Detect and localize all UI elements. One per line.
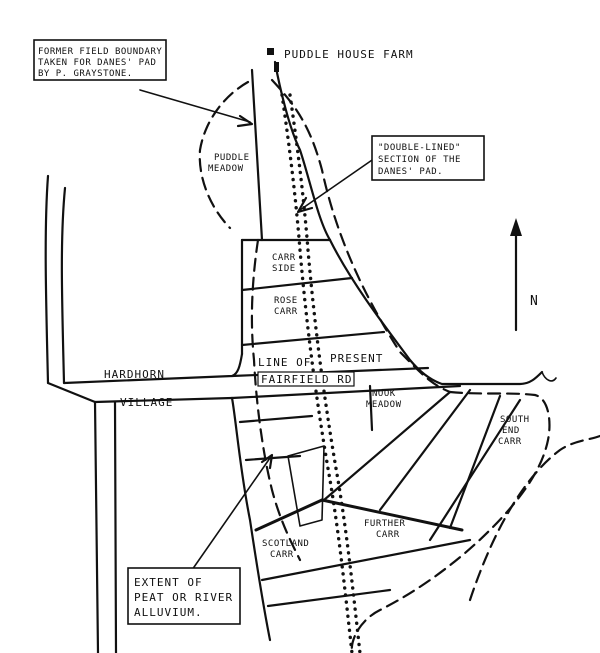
west-road-inner [44, 174, 50, 385]
west-road-outer [60, 186, 67, 385]
village-label: VILLAGE [120, 396, 173, 409]
fairfield-rd-label: FAIRFIELD RD [261, 373, 352, 386]
double-lined-line-3: DANES' PAD. [378, 167, 443, 177]
puddle-house-farm-label: PUDDLE HOUSE FARM [284, 48, 414, 61]
east-boundary-creek [541, 371, 557, 382]
extent-line-1: EXTENT OF [134, 576, 203, 589]
inner-rect [287, 445, 325, 527]
south-end-carr-line-1: SOUTH [500, 415, 530, 425]
further-carr-line-2: CARR [376, 530, 400, 540]
nook-meadow-line-2: MEADOW [366, 400, 402, 410]
further-carr-south [260, 538, 472, 582]
hardhorn-road-left [46, 381, 97, 404]
extent-line-2: PEAT OR RIVER [134, 591, 233, 604]
diag-4 [428, 398, 522, 542]
extent-box [127, 567, 241, 625]
north-label: N [530, 294, 539, 309]
double-lined-arrowhead-icon [296, 196, 314, 214]
field-divider-2 [244, 454, 302, 462]
alluvium-boundary-east [270, 78, 452, 394]
scotland-south [266, 588, 392, 608]
puddle-meadow-line-1: PUDDLE [214, 153, 250, 163]
scotland-carr-line-1: SCOTLAND [262, 539, 309, 549]
rose-carr-line-2: CARR [274, 307, 298, 317]
alluvium-boundary-west [250, 238, 302, 562]
scotland-north [254, 498, 324, 532]
diag-3 [448, 394, 502, 530]
carr-west-edge [230, 238, 272, 642]
north-arrow-head-icon [510, 218, 522, 236]
former-boundary-arrow [139, 89, 251, 123]
further-carr-line-1: FURTHER [364, 519, 406, 529]
present-label: PRESENT [330, 352, 383, 365]
double-lined-line-1: "DOUBLE-LINED" [378, 143, 461, 153]
puddle-strip-left [250, 68, 264, 242]
rose-carr-divider [240, 330, 386, 347]
double-lined-line-2: SECTION OF THE [378, 155, 461, 165]
former-boundary-line-1: FORMER FIELD BOUNDARY [38, 47, 162, 57]
carr-side-line-1: CARR [272, 253, 296, 263]
farm-gate-icon [274, 62, 279, 72]
carr-side-line-2: SIDE [272, 264, 296, 274]
village-road-down [93, 400, 100, 653]
alluvium-boundary-north [198, 80, 250, 230]
former-boundary-box [33, 39, 167, 81]
south-end-carr-line-2: END [502, 426, 520, 436]
further-carr-north [320, 498, 464, 532]
puddle-strip-right [273, 60, 332, 242]
village-road-down-2 [113, 400, 118, 653]
extent-line-3: ALLUVIUM. [134, 606, 203, 619]
extent-arrow [184, 457, 271, 581]
puddle-meadow-line-2: MEADOW [208, 164, 244, 174]
former-boundary-line-3: BY P. GRAYSTONE. [38, 69, 133, 79]
field-divider-1 [238, 414, 314, 424]
danes-pad-east [288, 93, 362, 653]
hardhorn-road-south [93, 396, 234, 404]
extent-arrowhead-icon [260, 453, 274, 470]
south-end-carr-line-3: CARR [498, 437, 522, 447]
scotland-carr-line-2: CARR [270, 550, 294, 560]
hardhorn-label: HARDHORN [104, 368, 165, 381]
rose-carr-line-1: ROSE [274, 296, 298, 306]
carr-side-divider [240, 276, 354, 292]
nook-meadow-line [368, 384, 374, 432]
diag-2 [378, 388, 472, 512]
double-lined-box [371, 135, 485, 181]
nook-meadow-line-1: NOOK [372, 389, 396, 399]
fairfield-south [230, 384, 462, 400]
farm-marker-icon [267, 48, 274, 55]
former-boundary-line-2: TAKEN FOR DANES' PAD [38, 58, 156, 68]
alluvium-boundary-se [350, 390, 551, 653]
double-lined-arrow [299, 157, 376, 211]
diag-1 [322, 390, 452, 502]
fairfield-rd-box [257, 371, 355, 387]
alluvium-far-east [468, 434, 600, 602]
danes-pad-west [280, 93, 354, 653]
line-of-label: LINE OF [258, 356, 311, 369]
former-boundary-arrowhead-icon [236, 114, 254, 128]
